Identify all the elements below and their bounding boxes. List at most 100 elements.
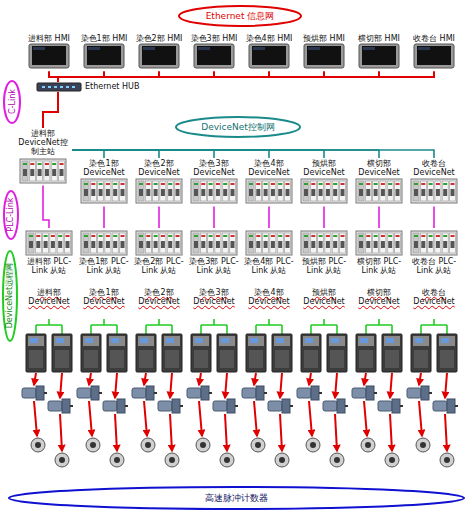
plc-terminal <box>146 241 150 248</box>
plc-led <box>443 183 447 185</box>
plc-module <box>325 233 331 253</box>
plc-led <box>60 163 64 165</box>
hmi-glare <box>363 47 375 50</box>
plc-terminal <box>451 189 455 196</box>
motor-gearbox <box>36 386 44 400</box>
hmi-screen <box>142 46 176 65</box>
hub-icon <box>36 82 82 92</box>
node-text: DeviceNet控制网 <box>201 122 275 132</box>
motor-shaft <box>290 405 293 407</box>
plc-led <box>286 183 290 185</box>
plc-led <box>374 183 378 185</box>
plc-station: 进料部 PLC-Link 从站 <box>22 228 76 276</box>
plc-module <box>167 233 173 253</box>
plc-rack <box>301 231 347 255</box>
inverter-terminal <box>275 350 289 368</box>
plc-terminal <box>209 241 213 248</box>
plc-led <box>249 235 253 237</box>
plc-terminal <box>436 189 440 196</box>
inverter-display <box>331 338 339 343</box>
plc-rack <box>136 179 182 203</box>
plc-terminal <box>333 189 337 196</box>
plc-module <box>145 233 151 253</box>
plc-icon <box>19 157 67 185</box>
plc-module <box>193 181 199 201</box>
plc-led <box>91 183 95 185</box>
motor-body <box>103 401 117 411</box>
drive-arrow <box>309 401 312 436</box>
encoder-hub <box>365 442 371 448</box>
node-text: 预烘部 HMI <box>303 34 345 43</box>
hmi-glare <box>418 47 430 50</box>
encoder-body <box>275 453 289 467</box>
plc-module <box>65 233 71 253</box>
plc-module <box>325 181 331 201</box>
plc-led <box>231 235 235 237</box>
plc-module <box>51 161 57 181</box>
plc-icon <box>190 229 238 257</box>
hmi-frame <box>29 44 69 68</box>
hmi-panel: 染色2部 HMI <box>132 33 186 71</box>
plc-terminal <box>396 189 400 196</box>
plc-terminal <box>414 189 418 196</box>
plc-terminal <box>113 189 117 196</box>
plc-module <box>98 233 104 253</box>
plc-led <box>84 235 88 237</box>
drive-column <box>407 319 458 467</box>
plc-module <box>193 233 199 253</box>
motor-body <box>158 401 172 411</box>
remote-wire <box>421 319 447 334</box>
plc-terminal <box>304 241 308 248</box>
plc-led <box>286 235 290 237</box>
plc-module <box>145 181 151 201</box>
plc-terminal <box>333 241 337 248</box>
plc-module <box>50 233 56 253</box>
node-text: 染色1部 HMI <box>81 34 128 43</box>
motor-gearbox <box>256 386 264 400</box>
hub-light <box>72 86 75 88</box>
plc-module <box>153 233 159 253</box>
drive-arrow <box>225 414 227 451</box>
inverter-body <box>327 334 347 372</box>
remote-wire <box>36 319 62 334</box>
plc-terminal <box>51 241 55 248</box>
drive-column <box>242 319 293 467</box>
hmi-icon <box>303 43 345 70</box>
motor-body <box>48 401 62 411</box>
plc-module <box>230 233 236 253</box>
plc-rack <box>26 231 72 255</box>
plc-module <box>420 233 426 253</box>
plc-module <box>420 181 426 201</box>
hmi-screen <box>362 46 396 65</box>
node-text: 进料部 PLC-Link 从站 <box>23 257 75 275</box>
hub-light <box>60 86 63 88</box>
inverter-body <box>52 334 72 372</box>
plc-icon <box>135 229 183 257</box>
oval-ring <box>4 81 20 123</box>
plc-led <box>99 235 103 237</box>
plc-module <box>215 181 221 201</box>
plc-icon <box>300 177 348 205</box>
hub-light <box>42 86 45 88</box>
plc-icon <box>300 229 348 257</box>
plc-station: 横切部 DeviceNet <box>352 158 406 206</box>
plc-module <box>450 181 456 201</box>
plc-led <box>44 235 48 237</box>
plc-terminal <box>52 169 56 176</box>
motor-shaft <box>99 392 102 394</box>
hmi-icon <box>248 43 290 70</box>
network-connector <box>72 150 434 158</box>
plc-led <box>223 235 227 237</box>
station-label: 预烘部 DeviceNet <box>297 288 351 306</box>
plc-module <box>428 233 434 253</box>
plc-led <box>396 183 400 185</box>
plc-led <box>451 183 455 185</box>
plc-led <box>264 183 268 185</box>
plc-module <box>263 233 269 253</box>
plc-led <box>278 235 282 237</box>
plc-led <box>121 235 125 237</box>
plc-terminal <box>58 241 62 248</box>
inverter-terminal <box>165 350 179 368</box>
inverter-display <box>386 338 394 343</box>
drive-column <box>297 319 348 467</box>
